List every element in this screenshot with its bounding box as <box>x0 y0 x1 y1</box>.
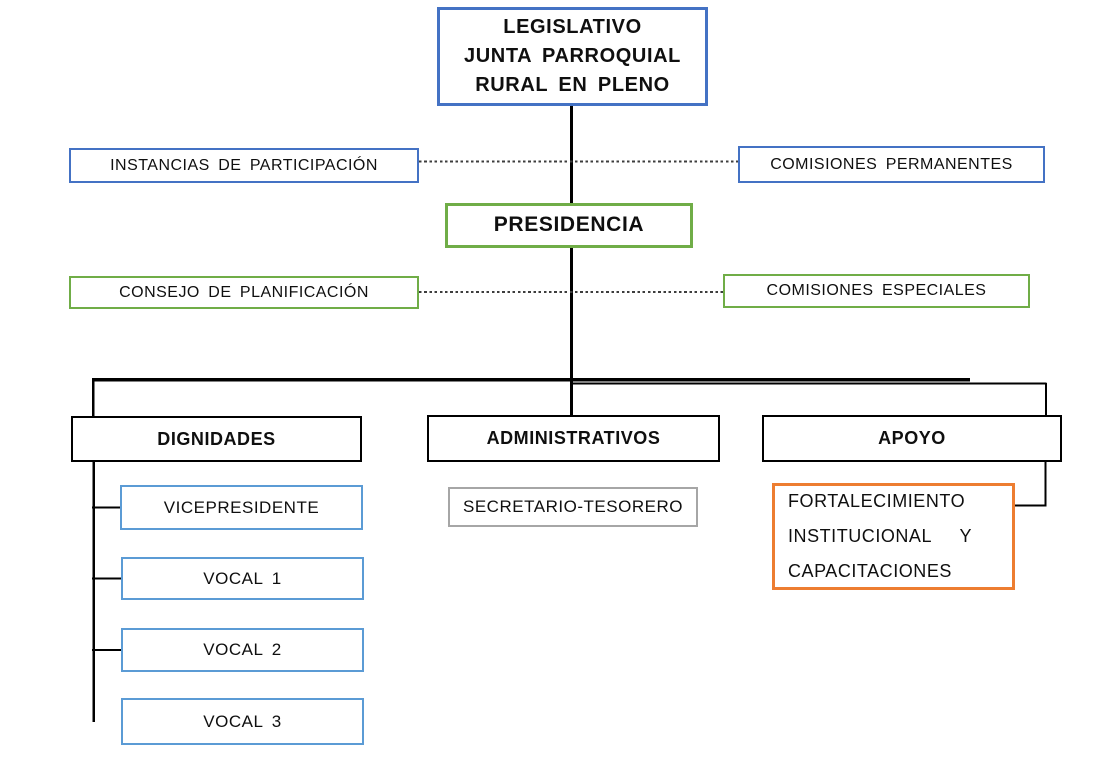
node-comisiones-permanentes: COMISIONES PERMANENTES <box>738 146 1045 183</box>
node-consejo-label: CONSEJO DE PLANIFICACIÓN <box>119 283 369 301</box>
node-vicepresidente: VICEPRESIDENTE <box>120 485 363 530</box>
node-vicepresidente-label: VICEPRESIDENTE <box>163 497 320 517</box>
node-vocal-2: VOCAL 2 <box>121 628 364 672</box>
node-legislativo: LEGISLATIVO JUNTA PARROQUIAL RURAL EN PL… <box>437 7 708 106</box>
node-fortalecimiento-label: FORTALECIMIENTO INSTITUCIONAL Y CAPACITA… <box>788 491 973 581</box>
node-instancias-label: INSTANCIAS DE PARTICIPACIÓN <box>110 156 378 174</box>
node-comisiones-permanentes-label: COMISIONES PERMANENTES <box>770 155 1013 173</box>
node-vocal-2-label: VOCAL 2 <box>203 640 282 660</box>
node-instancias-de-participacion: INSTANCIAS DE PARTICIPACIÓN <box>69 148 419 183</box>
node-apoyo: APOYO <box>762 415 1062 462</box>
node-dignidades: DIGNIDADES <box>71 416 362 462</box>
node-administrativos-label: ADMINISTRATIVOS <box>486 428 661 449</box>
node-comisiones-especiales-label: COMISIONES ESPECIALES <box>766 282 987 299</box>
node-fortalecimiento: FORTALECIMIENTO INSTITUCIONAL Y CAPACITA… <box>772 483 1015 590</box>
node-vocal-3-label: VOCAL 3 <box>203 711 282 731</box>
node-vocal-3: VOCAL 3 <box>121 698 364 745</box>
node-secretario-tesorero: SECRETARIO-TESORERO <box>448 487 698 527</box>
node-presidencia: PRESIDENCIA <box>445 203 693 248</box>
node-administrativos: ADMINISTRATIVOS <box>427 415 720 462</box>
node-comisiones-especiales: COMISIONES ESPECIALES <box>723 274 1030 308</box>
node-vocal-1: VOCAL 1 <box>121 557 364 600</box>
node-vocal-1-label: VOCAL 1 <box>203 568 282 588</box>
node-legislativo-label: LEGISLATIVO JUNTA PARROQUIAL RURAL EN PL… <box>464 16 681 96</box>
node-presidencia-label: PRESIDENCIA <box>493 213 645 237</box>
node-secretario-tesorero-label: SECRETARIO-TESORERO <box>462 497 683 517</box>
edge-apoyo-fortalecimiento <box>1014 461 1047 507</box>
node-apoyo-label: APOYO <box>878 428 946 449</box>
node-consejo-de-planificacion: CONSEJO DE PLANIFICACIÓN <box>69 276 419 309</box>
node-dignidades-label: DIGNIDADES <box>157 428 276 449</box>
